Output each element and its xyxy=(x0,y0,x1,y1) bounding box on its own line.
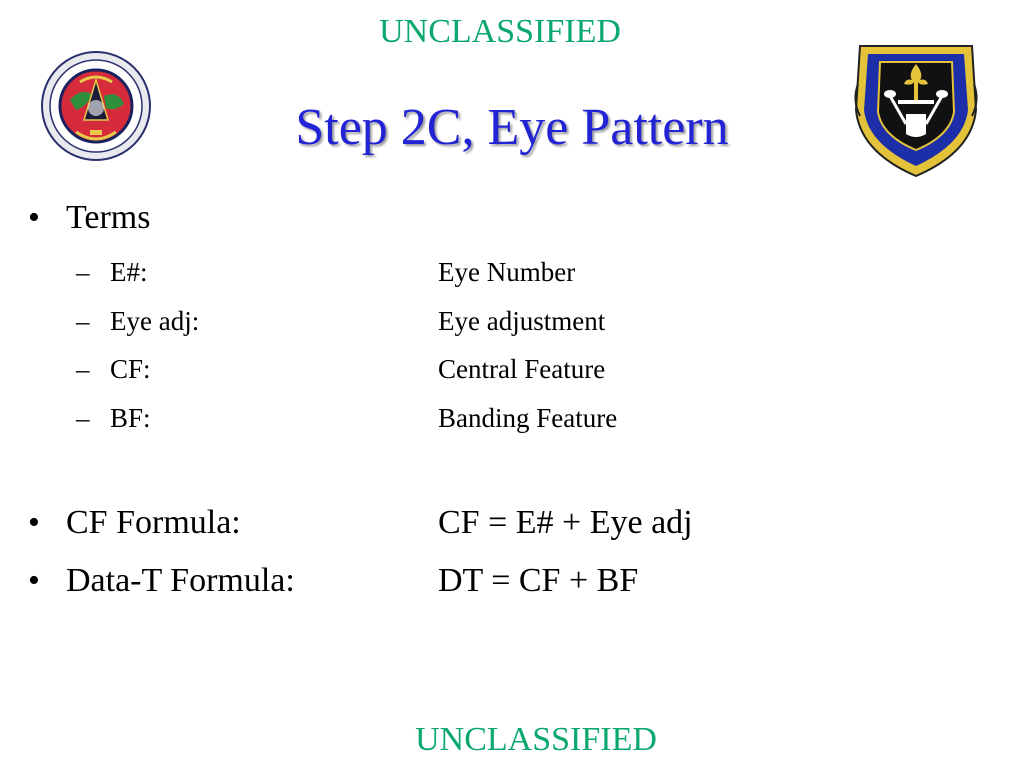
air-force-weather-agency-shield-icon xyxy=(854,45,978,178)
dash-icon: – xyxy=(76,403,90,433)
term-abbreviation: CF: xyxy=(110,354,151,384)
term-abbreviation: BF: xyxy=(110,403,151,433)
term-meaning: Eye Number xyxy=(438,257,576,287)
term-abbreviation: Eye adj: xyxy=(110,306,200,336)
dash-icon: – xyxy=(76,257,90,287)
term-meaning: Eye adjustment xyxy=(438,306,606,336)
dash-icon: – xyxy=(76,354,90,384)
bullet-icon: • xyxy=(28,199,40,236)
formula-value: CF = E# + Eye adj xyxy=(438,504,693,541)
term-meaning: Central Feature xyxy=(438,354,606,384)
formula-value: DT = CF + BF xyxy=(438,562,639,599)
slide-title: Step 2C, Eye Pattern xyxy=(295,99,729,156)
meteorology-oceanography-center-seal-icon xyxy=(41,51,151,161)
bullet-icon: • xyxy=(28,504,40,541)
bullet-icon: • xyxy=(28,562,40,599)
term-abbreviation: E#: xyxy=(110,257,148,287)
classification-banner-top: UNCLASSIFIED xyxy=(379,13,621,50)
term-meaning: Banding Feature xyxy=(438,403,618,433)
bullet-label: Data-T Formula: xyxy=(66,562,295,599)
dash-icon: – xyxy=(76,306,90,336)
bullet-label: CF Formula: xyxy=(66,504,241,541)
bullet-label: Terms xyxy=(66,199,151,236)
classification-banner-bottom: UNCLASSIFIED xyxy=(415,721,657,758)
